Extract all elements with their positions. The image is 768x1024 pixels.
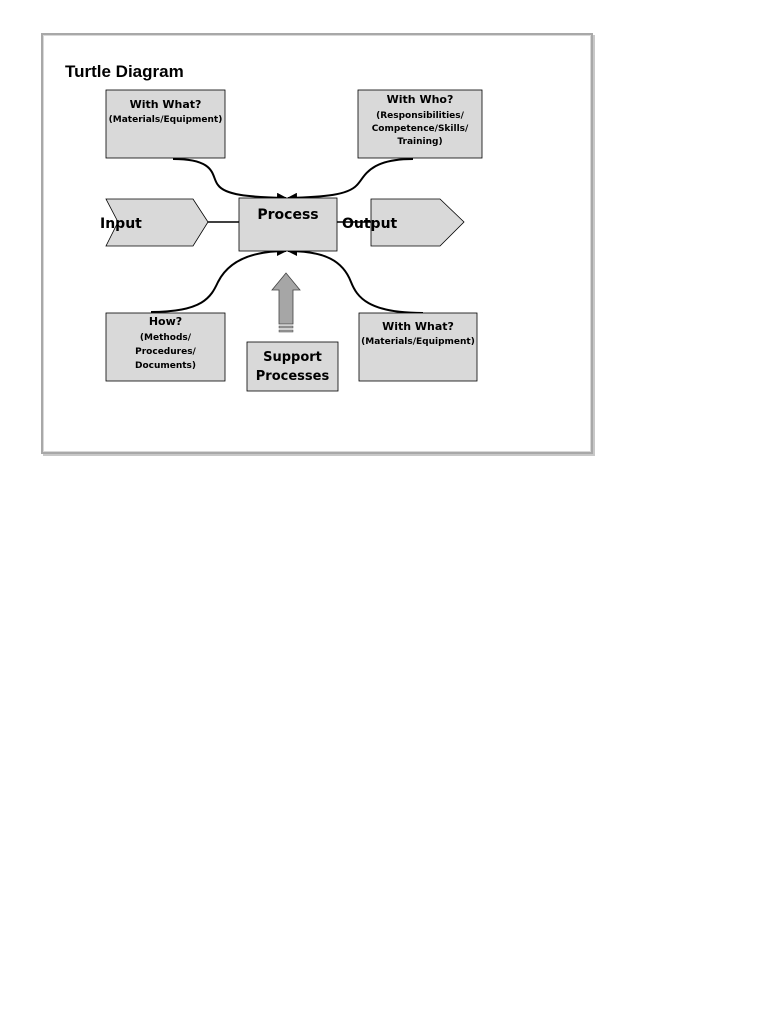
process-box: Process	[238, 197, 338, 252]
how-box: How? (Methods/ Procedures/ Documents)	[105, 312, 226, 382]
top-right-curve	[287, 158, 414, 203]
with-who-line-3: Training)	[397, 137, 442, 147]
with-what-bottom-detail: (Materials/Equipment)	[361, 337, 475, 347]
with-who-heading: With Who?	[387, 93, 454, 106]
process-label: Process	[257, 207, 318, 223]
turtle-diagram: With What? (Materials/Equipment) With Wh…	[100, 89, 483, 392]
with-who-line-1: (Responsibilities/	[376, 111, 465, 121]
how-line-3: Documents)	[135, 361, 196, 371]
with-what-top-detail: (Materials/Equipment)	[109, 115, 223, 125]
support-arrow	[271, 272, 301, 333]
top-left-curve	[172, 158, 287, 203]
with-what-top-heading: With What?	[130, 98, 202, 111]
bottom-right-curve	[287, 246, 424, 314]
support-line-2: Processes	[256, 369, 330, 384]
how-heading: How?	[149, 315, 182, 328]
how-line-1: (Methods/	[140, 333, 192, 343]
with-what-top-box: With What? (Materials/Equipment)	[105, 89, 226, 159]
support-processes-box: Support Processes	[246, 341, 339, 392]
how-line-2: Procedures/	[135, 347, 196, 357]
with-what-bottom-heading: With What?	[382, 320, 454, 333]
diagram-frame: Turtle Diagram With What? (Materials/Equ…	[41, 33, 593, 454]
bottom-left-curve	[150, 246, 287, 313]
support-line-1: Support	[263, 350, 322, 365]
diagram-title: Turtle Diagram	[65, 62, 184, 81]
input-label: Input	[100, 216, 142, 232]
output-label: Output	[342, 216, 398, 232]
input-shape: Input	[100, 198, 209, 247]
with-who-box: With Who? (Responsibilities/ Competence/…	[357, 89, 483, 159]
output-shape: Output	[342, 198, 465, 247]
with-what-bottom-box: With What? (Materials/Equipment)	[358, 312, 478, 382]
with-who-line-2: Competence/Skills/	[372, 124, 469, 134]
